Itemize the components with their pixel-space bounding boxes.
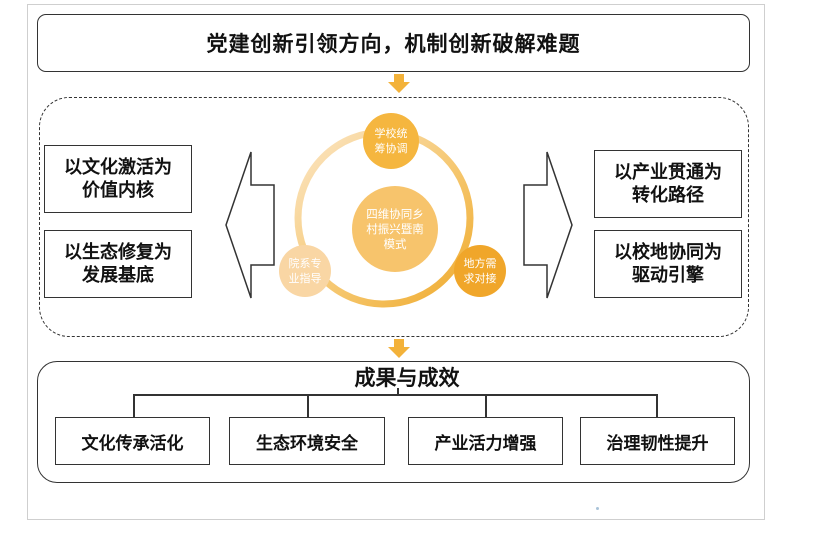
tree-branch-1 (133, 394, 135, 417)
node-department-guidance: 院系专业指导 (279, 245, 331, 297)
node-school-coordination: 学校统筹协调 (363, 113, 419, 169)
tree-branch-2 (307, 394, 309, 417)
right-item-collaboration: 以校地协同为驱动引擎 (594, 230, 742, 298)
top-title: 党建创新引领方向，机制创新破解难题 (206, 32, 581, 56)
stray-dot (596, 507, 599, 510)
left-hollow-arrow (225, 151, 275, 299)
right-item-industry: 以产业贯通为转化路径 (594, 150, 742, 218)
result-industry-vitality: 产业活力增强 (408, 417, 563, 465)
right-hollow-arrow (523, 151, 573, 299)
results-title: 成果与成效 (354, 366, 460, 390)
node-local-demand: 地方需求对接 (454, 245, 506, 297)
diagram-frame (27, 4, 765, 520)
left-item-culture: 以文化激活为价值内核 (44, 145, 192, 213)
tree-horizontal (133, 394, 657, 396)
result-governance-resilience: 治理韧性提升 (580, 417, 735, 465)
result-ecological-safety: 生态环境安全 (229, 417, 385, 465)
tree-branch-4 (656, 394, 658, 417)
core-circle: 四维协同乡村振兴暨南模式 (352, 186, 438, 272)
result-culture-heritage: 文化传承活化 (55, 417, 210, 465)
results-box (37, 361, 750, 483)
down-arrow-bottom (388, 339, 410, 358)
tree-stem (397, 388, 399, 395)
top-title-box: 党建创新引领方向，机制创新破解难题 (37, 14, 750, 72)
tree-branch-3 (485, 394, 487, 417)
left-item-ecology: 以生态修复为发展基底 (44, 230, 192, 298)
mechanism-dashed-box (39, 97, 749, 337)
down-arrow-top (388, 74, 410, 93)
